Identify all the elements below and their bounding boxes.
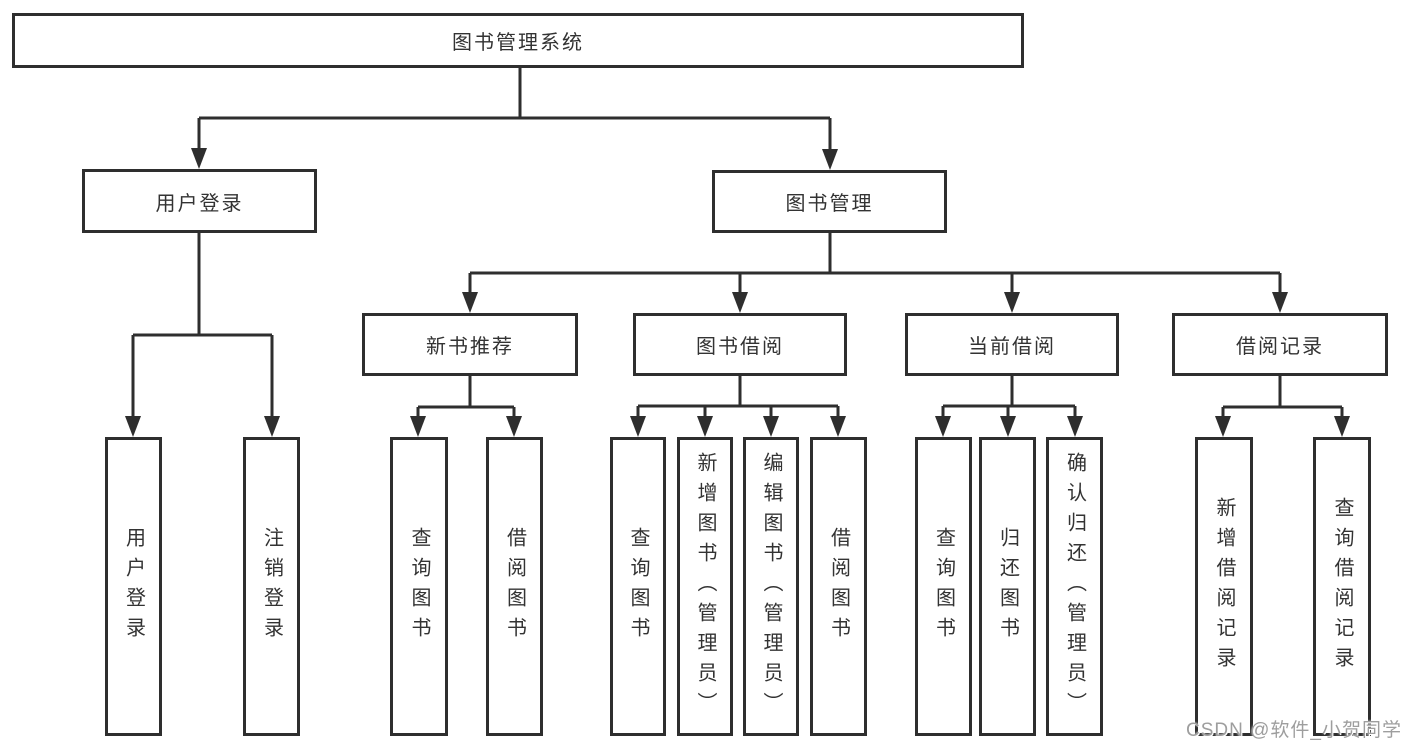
arrowheads — [125, 148, 1350, 437]
leaf-borrow-query-books-label: 查询图书 — [627, 526, 649, 647]
node-borrow-records: 借阅记录 — [1172, 313, 1388, 376]
node-book-borrow-label: 图书借阅 — [696, 336, 784, 358]
node-new-book-recommend-label: 新书推荐 — [426, 336, 514, 358]
node-current-borrow-label: 当前借阅 — [968, 336, 1056, 358]
connector-lines — [131, 68, 1344, 418]
leaf-recommend-query-books-label: 查询图书 — [408, 526, 430, 647]
leaf-return-books-label: 归还图书 — [996, 526, 1019, 647]
leaf-recommend-query-books: 查询图书 — [390, 437, 448, 736]
node-new-book-recommend: 新书推荐 — [362, 313, 578, 376]
leaf-return-books: 归还图书 — [979, 437, 1036, 736]
leaf-recommend-borrow-books-label: 借阅图书 — [503, 526, 526, 647]
leaf-current-query-books: 查询图书 — [915, 437, 972, 736]
node-borrow-records-label: 借阅记录 — [1236, 336, 1324, 358]
leaf-add-book-admin-label: 新增图书（管理员） — [694, 451, 716, 722]
leaf-user-login: 用户登录 — [105, 437, 162, 736]
leaf-query-borrow-record-label: 查询借阅记录 — [1331, 496, 1353, 677]
leaf-confirm-return-admin: 确认归还（管理员） — [1046, 437, 1103, 736]
leaf-borrow-books: 借阅图书 — [810, 437, 867, 736]
node-user-login-label: 用户登录 — [155, 192, 244, 215]
node-library-system-label: 图书管理系统 — [452, 32, 584, 54]
leaf-logout: 注销登录 — [243, 437, 300, 736]
node-user-login: 用户登录 — [82, 169, 317, 233]
leaf-recommend-borrow-books: 借阅图书 — [486, 437, 543, 736]
leaf-borrow-books-label: 借阅图书 — [827, 526, 850, 647]
leaf-edit-book-admin-label: 编辑图书（管理员） — [760, 451, 782, 722]
leaf-edit-book-admin: 编辑图书（管理员） — [743, 437, 799, 736]
node-current-borrow: 当前借阅 — [905, 313, 1119, 376]
node-book-management: 图书管理 — [712, 170, 947, 233]
leaf-confirm-return-admin-label: 确认归还（管理员） — [1063, 451, 1086, 722]
leaf-user-login-label: 用户登录 — [122, 526, 145, 647]
leaf-query-borrow-record: 查询借阅记录 — [1313, 437, 1371, 736]
node-book-borrow: 图书借阅 — [633, 313, 847, 376]
leaf-add-borrow-record: 新增借阅记录 — [1195, 437, 1253, 736]
leaf-current-query-books-label: 查询图书 — [932, 526, 955, 647]
leaf-add-book-admin: 新增图书（管理员） — [677, 437, 733, 736]
node-book-management-label: 图书管理 — [785, 193, 874, 215]
leaf-logout-label: 注销登录 — [260, 526, 283, 647]
node-library-system: 图书管理系统 — [12, 13, 1024, 68]
leaf-add-borrow-record-label: 新增借阅记录 — [1213, 496, 1235, 677]
leaf-borrow-query-books: 查询图书 — [610, 437, 666, 736]
csdn-watermark: CSDN @软件_小贺同学 — [1186, 720, 1402, 741]
